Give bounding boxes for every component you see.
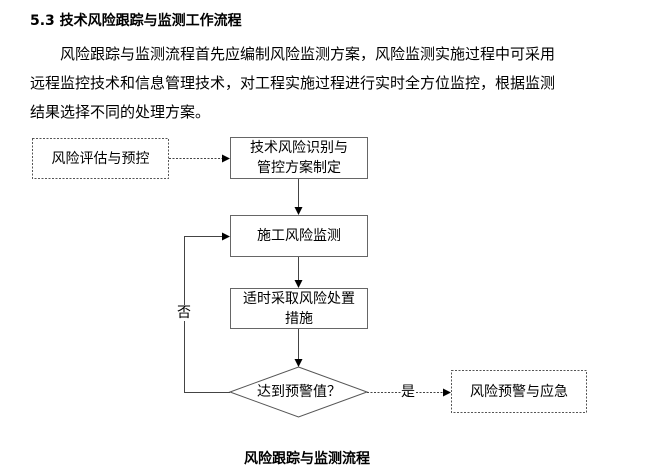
figure-caption: 风险跟踪与监测流程 — [244, 451, 370, 467]
node-risk-assessment-label: 风险评估与预控 — [51, 150, 150, 167]
node-measures-line-1: 适时采取风险处置 — [243, 290, 355, 307]
paragraph-line-1: 风险跟踪与监测流程首先应编制风险监测方案，风险监测实施过程中可采用 — [60, 45, 556, 63]
node-monitoring-box — [230, 215, 368, 257]
node-measures-label: 适时采取风险处置 措施 — [231, 289, 367, 328]
paragraph-line-2: 远程监控技术和信息管理技术，对工程实施过程进行实时全方位监控，根据监测 — [30, 74, 556, 92]
node-identification-line-1: 技术风险识别与 — [250, 140, 348, 156]
edge-decision-no-loop — [184, 232, 230, 393]
node-measures-box — [230, 288, 368, 329]
paragraph-line-3: 结果选择不同的处理方案。 — [30, 103, 211, 121]
node-decision-diamond — [228, 366, 369, 418]
node-monitoring-label: 施工风险监测 — [257, 228, 341, 244]
node-decision-label: 达到预警值？ — [257, 384, 341, 400]
node-identification-label: 技术风险识别与 管控方案制定 — [231, 138, 367, 178]
section-heading: 5.3 技术风险跟踪与监测工作流程 — [30, 13, 242, 29]
node-identification-box — [230, 137, 368, 179]
edge-yes-label: 是 — [401, 384, 415, 400]
node-warning-box — [451, 370, 587, 413]
edge-no-label: 否 — [177, 305, 191, 321]
section-paragraph: 风险跟踪与监测流程首先应编制风险监测方案，风险监测实施过程中可采用 远程监控技术… — [30, 40, 590, 127]
node-warning-label: 风险预警与应急 — [470, 383, 568, 400]
node-identification-line-2: 管控方案制定 — [257, 160, 341, 176]
node-measures-line-2: 措施 — [285, 310, 313, 327]
node-risk-assessment-box — [32, 138, 169, 179]
